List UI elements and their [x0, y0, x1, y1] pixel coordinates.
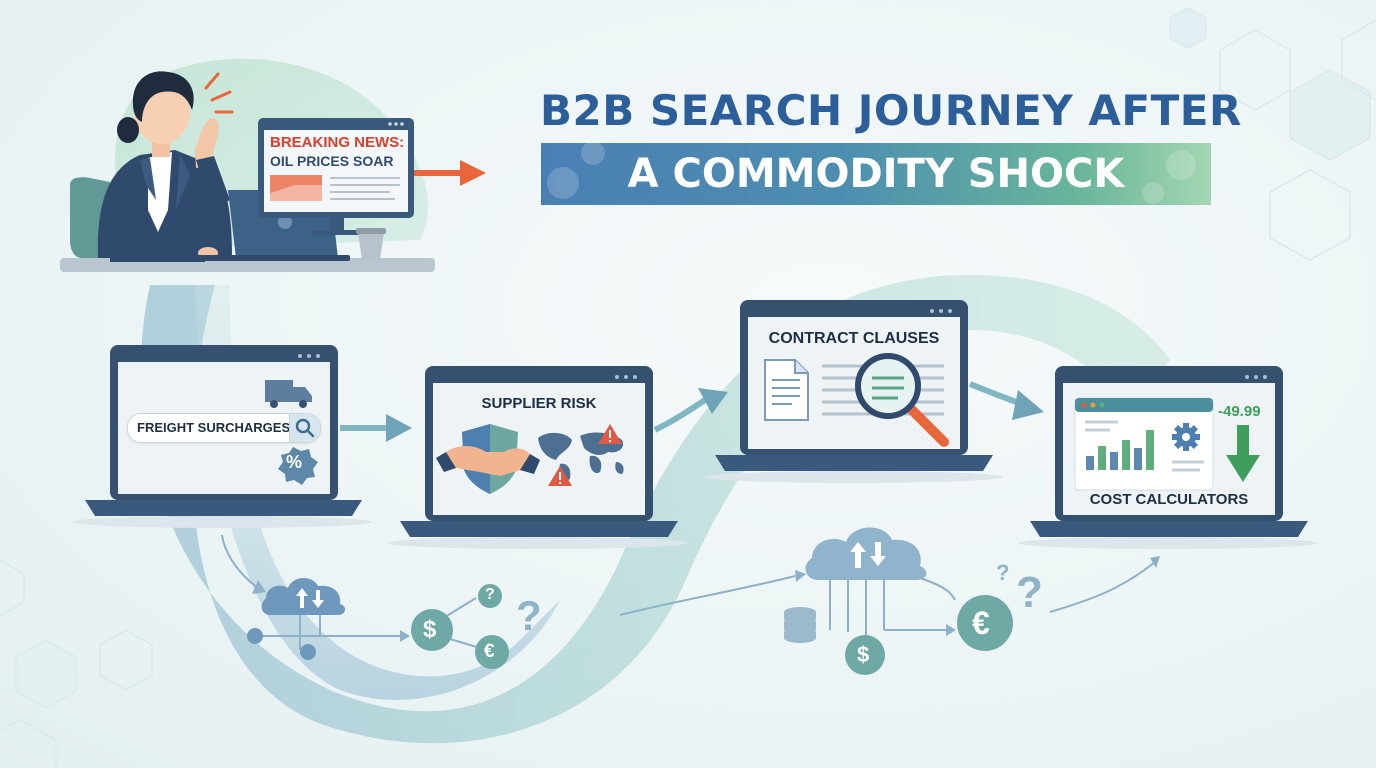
data-flow-network	[221, 534, 1156, 650]
bar-chart-icon	[1086, 430, 1154, 470]
cloud-upload-icon	[805, 527, 927, 580]
dollar-symbol: $	[423, 616, 437, 643]
page-title: B2B SEARCH JOURNEY AFTER	[540, 86, 1242, 135]
cloud-upload-icon	[261, 577, 346, 615]
gear-icon	[547, 143, 1196, 204]
gear-icon	[1172, 423, 1200, 451]
coin-icon	[411, 584, 1013, 675]
warning-icon	[598, 424, 622, 444]
arrow-orange	[414, 160, 486, 186]
database-icon	[784, 607, 816, 643]
world-map-icon	[538, 432, 624, 483]
truck-icon	[265, 380, 312, 408]
document-icon	[764, 359, 809, 421]
network-node	[247, 628, 316, 660]
question-mark: ?	[516, 592, 542, 639]
news-monitor	[258, 118, 414, 235]
arrow-step-3	[968, 381, 1044, 420]
arrow-step-2	[653, 388, 728, 433]
laptop-contract	[703, 300, 1003, 483]
page-subtitle: A COMMODITY SHOCK	[627, 151, 1125, 197]
step-label-cost-calculators: COST CALCULATORS	[1089, 491, 1249, 508]
hexagon-decoration	[0, 7, 1376, 768]
title-band: A COMMODITY SHOCK	[541, 143, 1211, 205]
arrow-step-1	[340, 414, 412, 442]
flow-arrowheads	[252, 556, 1160, 642]
magnifier-icon	[855, 353, 949, 447]
euro-symbol: €	[484, 641, 495, 662]
coffee-cup-icon	[356, 228, 386, 260]
down-arrow-icon	[1226, 425, 1260, 482]
question-mark: ?	[996, 560, 1010, 585]
step-label-contract-clauses: CONTRACT CLAUSES	[768, 330, 940, 347]
handshake-shield-icon	[436, 424, 540, 494]
percent-symbol: %	[286, 452, 303, 472]
search-input[interactable]: FREIGHT SURCHARGES	[127, 413, 321, 443]
laptop-supplier	[388, 366, 688, 549]
warning-icon	[548, 466, 572, 486]
question-mark: ?	[485, 586, 495, 603]
percent-badge-icon	[278, 447, 318, 485]
news-subline: OIL PRICES SOAR	[270, 153, 394, 169]
cost-change-value: -49.99	[1218, 403, 1261, 420]
search-query: FREIGHT SURCHARGES	[137, 420, 291, 435]
search-button[interactable]	[289, 414, 320, 442]
question-mark: ?	[1016, 568, 1043, 617]
dollar-symbol: $	[857, 642, 870, 667]
step-label-supplier-risk: SUPPLIER RISK	[481, 395, 597, 412]
news-headline: BREAKING NEWS:	[270, 134, 405, 151]
woman-illustration	[97, 71, 234, 262]
laptop-cost	[1018, 366, 1318, 549]
search-icon	[295, 418, 315, 438]
euro-symbol: €	[972, 605, 990, 641]
